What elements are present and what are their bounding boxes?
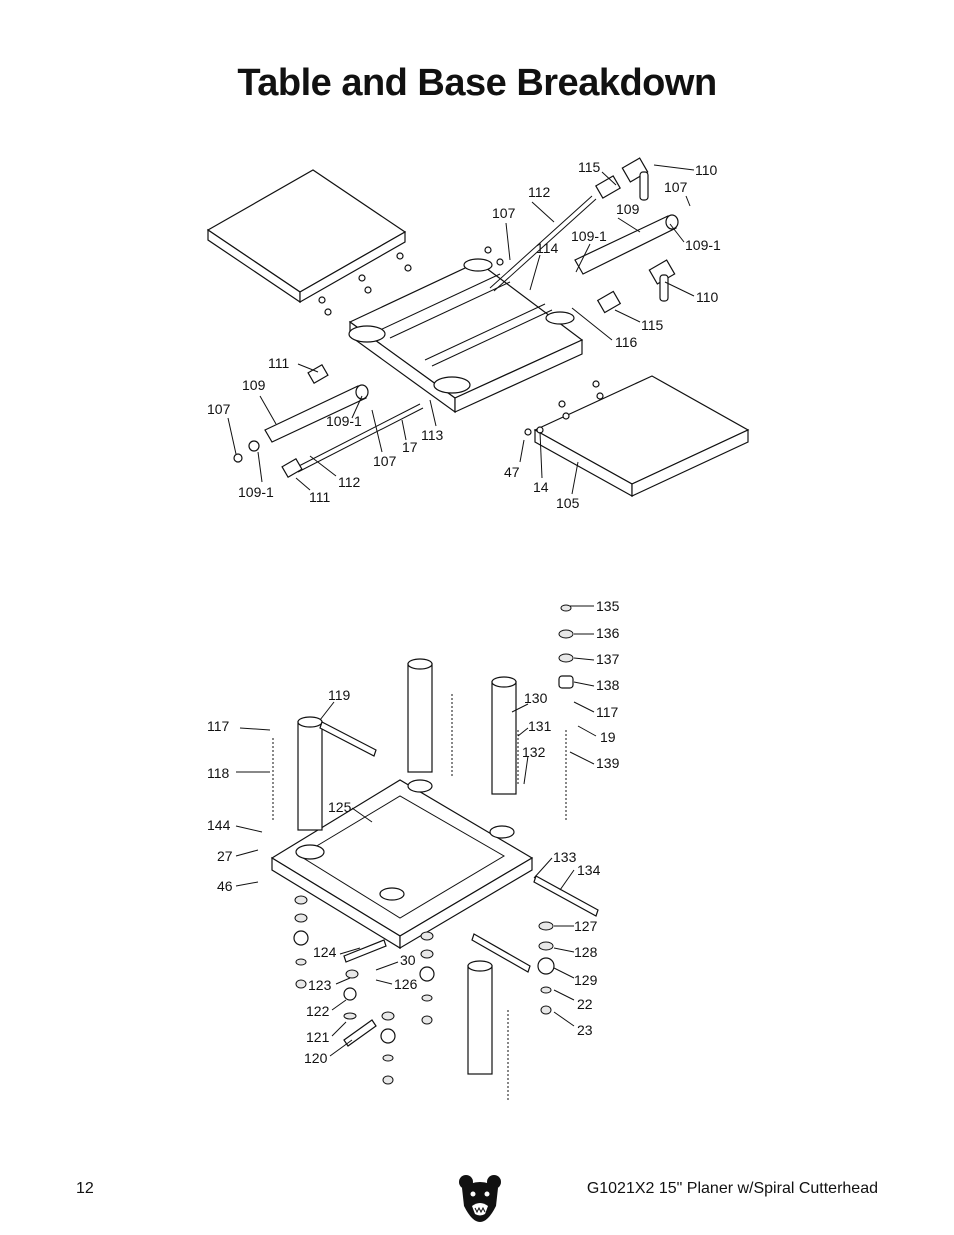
part-label: 114: [536, 240, 559, 256]
base-assembly-drawing: 135 136 137 138 117 19 139 119 130 131 1…: [207, 598, 620, 1100]
part-label: 133: [553, 849, 577, 865]
right-extension-wing: [533, 375, 750, 498]
part-label: 125: [328, 799, 352, 815]
columns: [295, 658, 517, 1075]
page-number: 12: [76, 1180, 94, 1197]
page-title: Table and Base Breakdown: [237, 62, 717, 104]
part-label: 118: [207, 765, 230, 781]
part-label: 144: [207, 817, 231, 833]
part-label: 135: [596, 598, 620, 614]
part-label: 46: [217, 878, 233, 894]
part-label: 122: [306, 1003, 330, 1019]
base-plate: [270, 779, 534, 950]
part-label: 115: [641, 317, 664, 333]
left-extension-wing: [206, 169, 407, 304]
part-label: 110: [696, 289, 719, 305]
part-label: 30: [400, 952, 416, 968]
part-label: 14: [533, 479, 549, 495]
part-label: 19: [600, 729, 616, 745]
part-label: 120: [304, 1050, 328, 1066]
part-label: 112: [528, 184, 551, 200]
table-leader-lines: [227, 164, 695, 495]
part-label: 27: [217, 848, 233, 864]
part-label: 138: [596, 677, 620, 693]
part-label: 129: [574, 972, 598, 988]
part-label: 109-1: [326, 413, 362, 429]
lower-rods: [233, 363, 424, 479]
part-label: 107: [207, 401, 231, 417]
part-label: 115: [578, 159, 601, 175]
part-label: 109-1: [685, 237, 721, 253]
part-label: 113: [421, 427, 444, 443]
table-assembly-drawing: 115 110 107 112 107 109 109-1 114 109-1 …: [206, 157, 750, 511]
part-label: 47: [504, 464, 520, 480]
part-label: 123: [308, 977, 332, 993]
part-label: 136: [596, 625, 620, 641]
sprocket-stacks: [293, 604, 574, 1085]
part-label: 107: [373, 453, 397, 469]
part-label: 109-1: [238, 484, 274, 500]
part-label: 130: [524, 690, 548, 706]
part-label: 109-1: [571, 228, 607, 244]
shafts: [319, 721, 599, 973]
part-label: 117: [596, 704, 619, 720]
bear-head-logo-icon: [459, 1175, 501, 1222]
part-label: 127: [574, 918, 598, 934]
part-label: 112: [338, 474, 361, 490]
part-label: 105: [556, 495, 580, 511]
part-label: 107: [664, 179, 688, 195]
main-table: [348, 258, 584, 414]
base-part-labels: 135 136 137 138 117 19 139 119 130 131 1…: [207, 598, 620, 1066]
part-label: 109: [242, 377, 266, 393]
base-leader-lines: [235, 605, 597, 1057]
part-label: 111: [268, 355, 289, 371]
part-label: 121: [306, 1029, 330, 1045]
part-label: 109: [616, 201, 640, 217]
part-label: 139: [596, 755, 620, 771]
part-label: 132: [522, 744, 546, 760]
part-label: 111: [309, 489, 330, 505]
part-label: 134: [577, 862, 601, 878]
part-label: 116: [615, 334, 638, 350]
table-part-labels: 115 110 107 112 107 109 109-1 114 109-1 …: [207, 159, 721, 511]
model-name: G1021X2 15" Planer w/Spiral Cutterhead: [586, 1180, 878, 1197]
upper-rods: [489, 157, 679, 314]
part-label: 128: [574, 944, 598, 960]
part-label: 137: [596, 651, 620, 667]
part-label: 124: [313, 944, 337, 960]
part-label: 22: [577, 996, 593, 1012]
part-label: 126: [394, 976, 418, 992]
part-label: 119: [328, 687, 351, 703]
part-label: 110: [695, 162, 718, 178]
chain-segment: [343, 939, 387, 1047]
part-label: 17: [402, 439, 418, 455]
lead-screws: [272, 694, 567, 1100]
part-label: 107: [492, 205, 516, 221]
part-label: 23: [577, 1022, 593, 1038]
part-label: 117: [207, 718, 230, 734]
part-label: 131: [528, 718, 552, 734]
